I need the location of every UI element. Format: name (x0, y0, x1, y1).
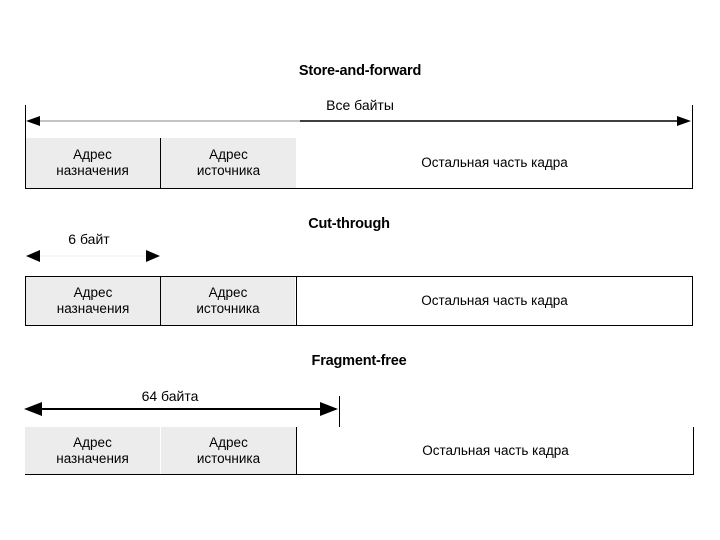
frame-right-border-3 (693, 427, 694, 475)
cell-text: Адрес источника (197, 147, 260, 179)
cell-divider-2a (160, 276, 161, 326)
cell-rest-of-frame-2: Остальная часть кадра (297, 277, 692, 325)
section-title-fragment-free: Fragment-free (311, 353, 407, 369)
frame-right-border-1 (692, 138, 693, 189)
measure-label-6-bytes: 6 байт (68, 231, 110, 247)
frame-bottom-border-1 (25, 188, 693, 189)
label-line-1: Адрес (209, 147, 248, 163)
label-line-1: Адрес (73, 285, 113, 301)
frame-bottom-border-2 (25, 325, 693, 326)
arrow-all-bytes (26, 116, 691, 126)
frame-right-border-2 (692, 276, 693, 326)
label-line-2: назначения (56, 301, 130, 316)
cell-divider-3 (296, 427, 297, 474)
cell-rest-of-frame-1: Остальная часть кадра (296, 138, 693, 188)
cell-destination-address-1: Адрес назначения (25, 138, 160, 188)
cell-text: Адрес назначения (57, 285, 130, 317)
section-title-store-and-forward: Store-and-forward (298, 63, 422, 79)
cell-source-address-1: Адрес источника (161, 138, 296, 188)
tick-right-store-and-forward (692, 105, 693, 138)
arrow-6-bytes (26, 250, 160, 262)
label-line-2: назначения (56, 163, 129, 178)
section-title-cut-through: Cut-through (308, 216, 390, 232)
cell-text: Адрес назначения (56, 147, 129, 179)
frame-left-border-1 (25, 138, 26, 189)
label-line-1: Адрес (208, 285, 248, 301)
cell-destination-address-3: Адрес назначения (25, 427, 160, 474)
cell-text: Адрес источника (197, 435, 260, 467)
label-line-1: Остальная часть кадра (422, 442, 569, 458)
frame-store-and-forward: Адрес назначения Адрес источника Остальн… (25, 138, 693, 189)
cell-rest-of-frame-3: Остальная часть кадра (297, 427, 694, 474)
label-line-1: Адрес (73, 434, 112, 450)
label-line-1: Остальная часть кадра (421, 155, 568, 171)
cell-text: Адрес назначения (56, 435, 129, 467)
label-line-2: источника (196, 163, 261, 178)
cell-divider-2b (296, 276, 297, 326)
frame-left-border-2 (25, 276, 26, 326)
cell-source-address-2: Адрес источника (161, 277, 295, 325)
label-line-1: Остальная часть кадра (421, 293, 568, 309)
tick-64-bytes-boundary (339, 396, 340, 429)
cell-destination-address-2: Адрес назначения (26, 277, 160, 325)
cell-divider-1 (160, 138, 161, 189)
frame-top-border-2 (25, 276, 693, 277)
arrow-64-bytes (24, 402, 338, 416)
measure-label-64-bytes: 64 байта (141, 388, 199, 404)
label-line-2: источника (196, 450, 261, 466)
frame-bottom-border-3 (25, 474, 694, 475)
frame-fragment-free: Адрес назначения Адрес источника Остальн… (25, 427, 694, 475)
cell-text: Адрес источника (196, 285, 259, 317)
label-line-1: Адрес (209, 434, 248, 450)
measure-label-all-bytes: Все байты (326, 97, 394, 113)
label-line-2: источника (196, 301, 260, 316)
label-line-1: Адрес (73, 147, 112, 163)
tick-left-store-and-forward (25, 105, 26, 138)
cell-source-address-3: Адрес источника (161, 427, 296, 474)
label-line-2: назначения (56, 450, 129, 466)
frame-cut-through: Адрес назначения Адрес источника Остальн… (25, 276, 693, 326)
